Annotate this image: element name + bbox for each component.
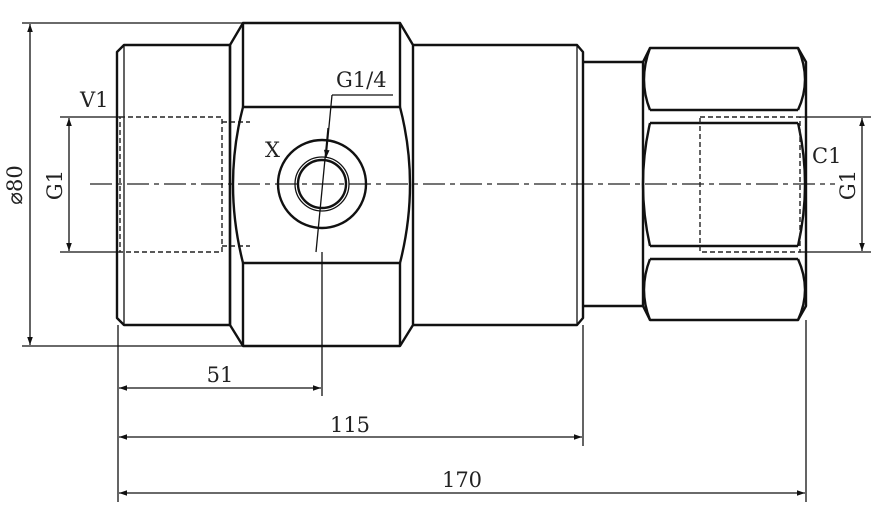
central-hex-body [228, 21, 415, 348]
port-c-label: C1 [812, 144, 841, 168]
port-x-label: X [265, 138, 280, 162]
left-thread-label: G1 [43, 170, 67, 200]
dim-170-label: 170 [442, 468, 482, 492]
hex-nut [641, 46, 808, 322]
right-thread-dimension: G1 [800, 116, 871, 253]
right-thread-label: G1 [836, 170, 860, 200]
left-thread-dimension: G1 [43, 116, 120, 253]
diameter-dimension: ⌀80 [3, 22, 243, 347]
right-body [413, 43, 585, 327]
diameter-label: ⌀80 [3, 165, 27, 204]
length-dimensions: 51 115 170 [117, 252, 807, 502]
gauge-thread-callout: G1/4 [323, 68, 393, 159]
gauge-thread-label: G1/4 [336, 68, 387, 92]
dim-115-label: 115 [330, 413, 370, 437]
dim-51-label: 51 [207, 363, 234, 387]
gauge-port [276, 127, 368, 253]
neck [583, 60, 643, 308]
port-v-label: V1 [79, 88, 109, 112]
